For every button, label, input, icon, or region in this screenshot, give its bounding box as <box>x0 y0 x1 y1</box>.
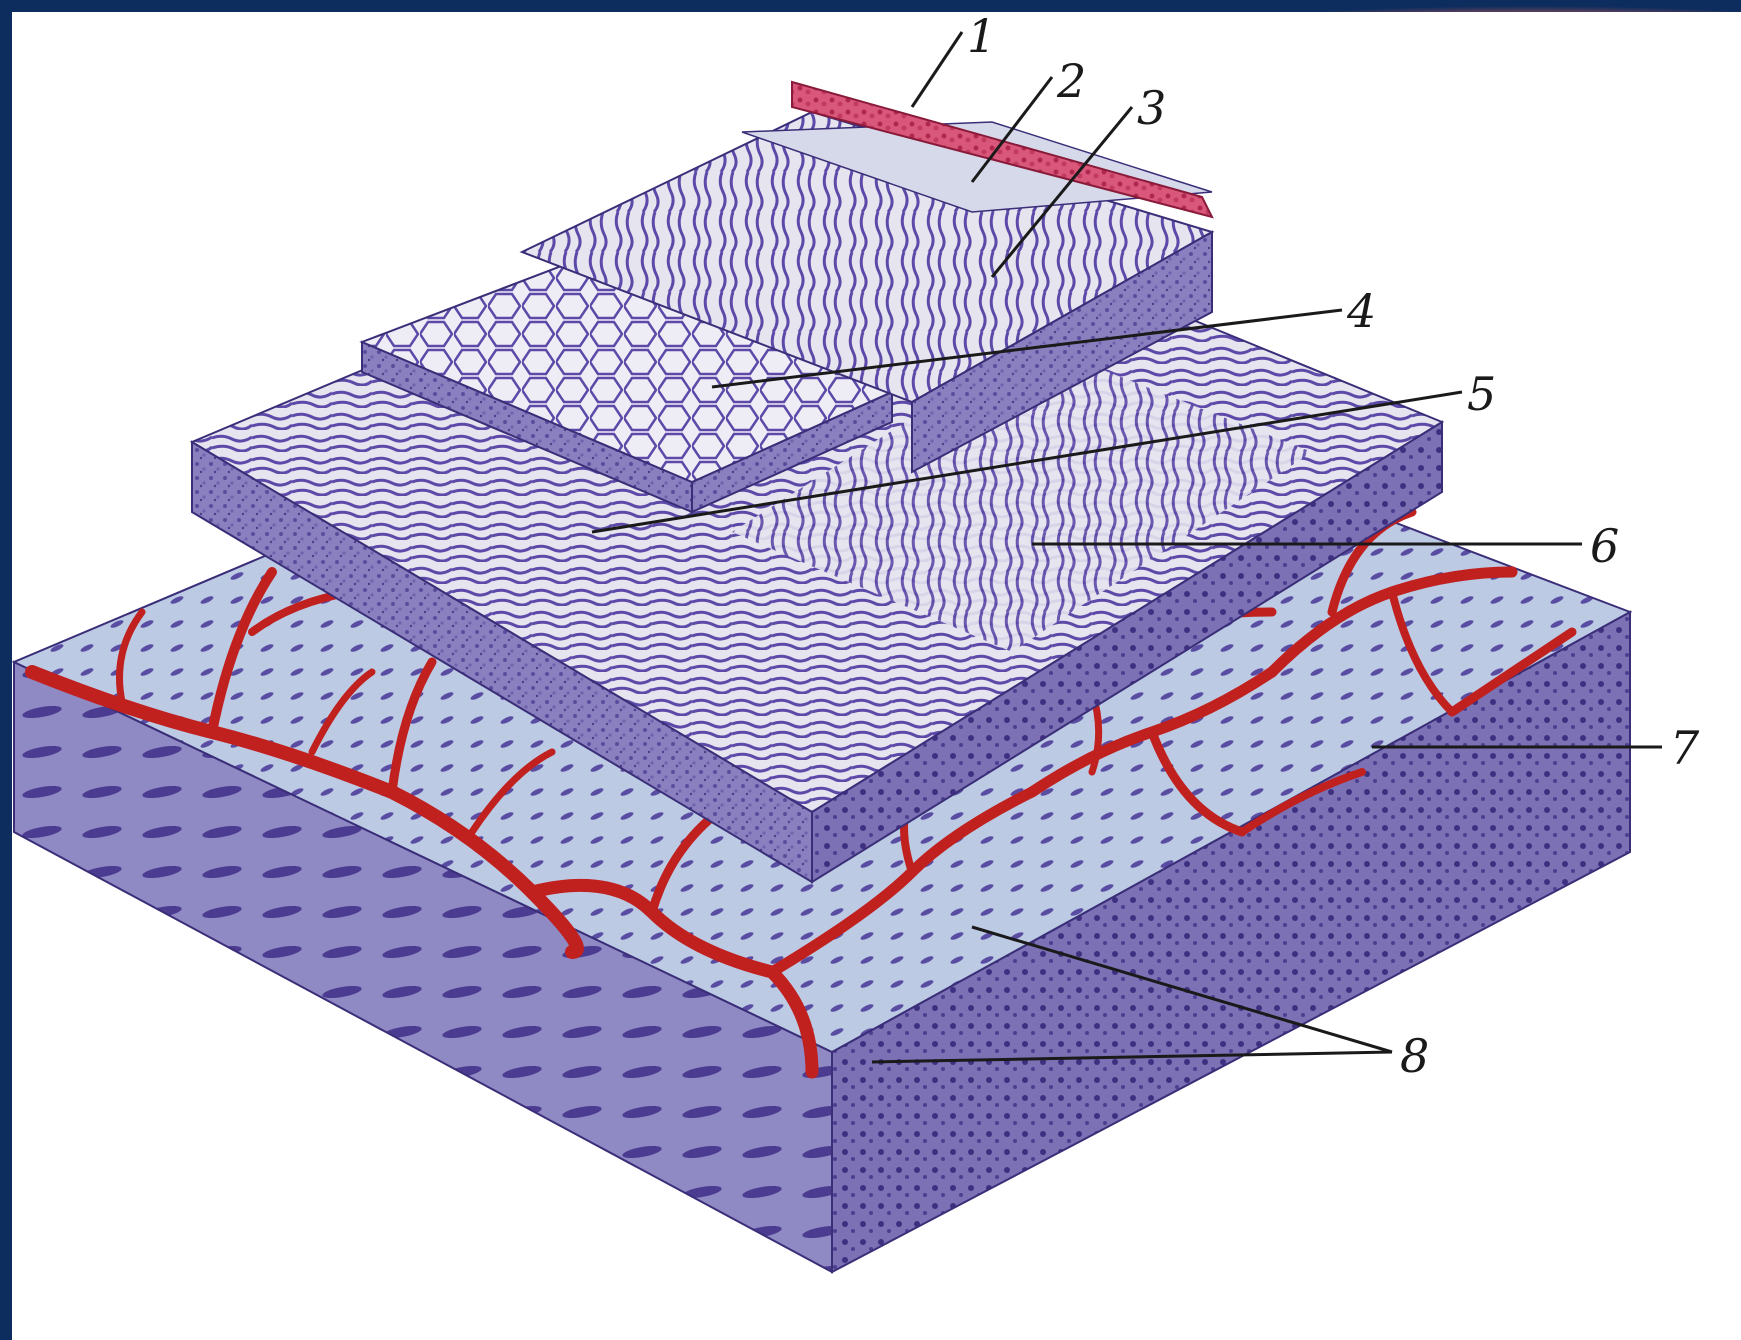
label-1: 1 <box>967 12 996 63</box>
label-6: 6 <box>1590 519 1619 573</box>
label-3: 3 <box>1137 81 1166 135</box>
label-4: 4 <box>1346 284 1376 338</box>
label-5: 5 <box>1467 367 1496 421</box>
layered-tissue-diagram: 1 2 3 4 5 6 7 8 <box>12 12 1741 1340</box>
label-8: 8 <box>1400 1029 1429 1083</box>
label-2: 2 <box>1056 54 1086 108</box>
label-7: 7 <box>1670 721 1700 775</box>
diagram-canvas: 1 2 3 4 5 6 7 8 <box>12 12 1741 1340</box>
